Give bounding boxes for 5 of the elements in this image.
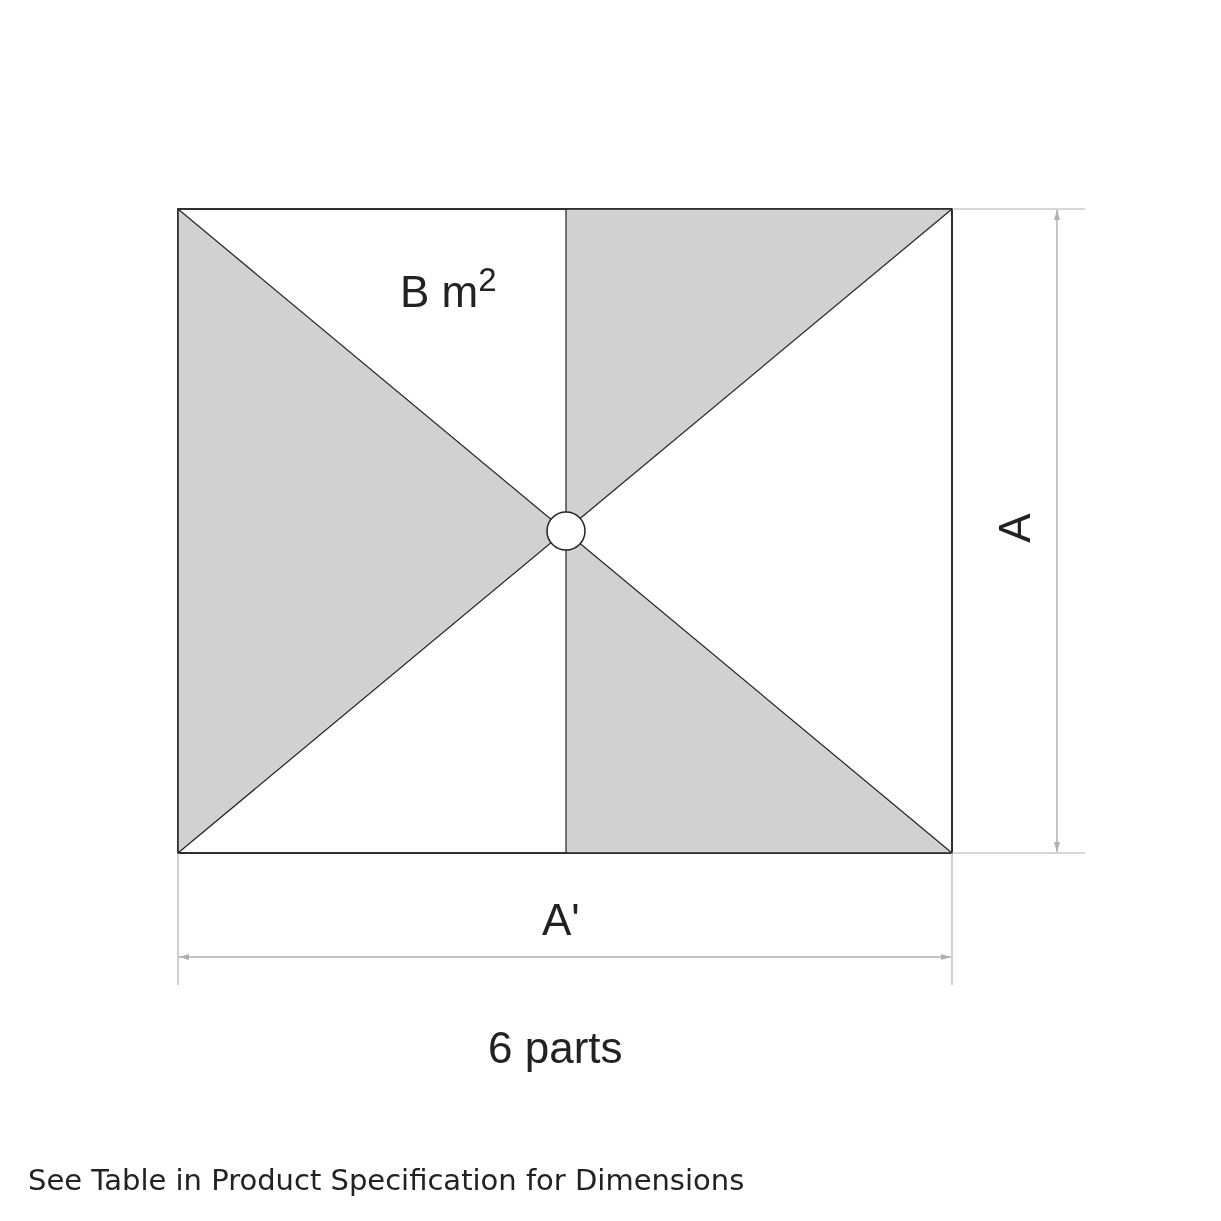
area-label: B m$^{2}$ bbox=[400, 270, 497, 314]
note-text: See Table in Product Specification for Dimensions bbox=[28, 1166, 745, 1195]
dimension-label: A' bbox=[542, 898, 580, 942]
parts-count-label: 6 parts bbox=[488, 1026, 623, 1070]
dimension-label: A bbox=[992, 513, 1037, 543]
